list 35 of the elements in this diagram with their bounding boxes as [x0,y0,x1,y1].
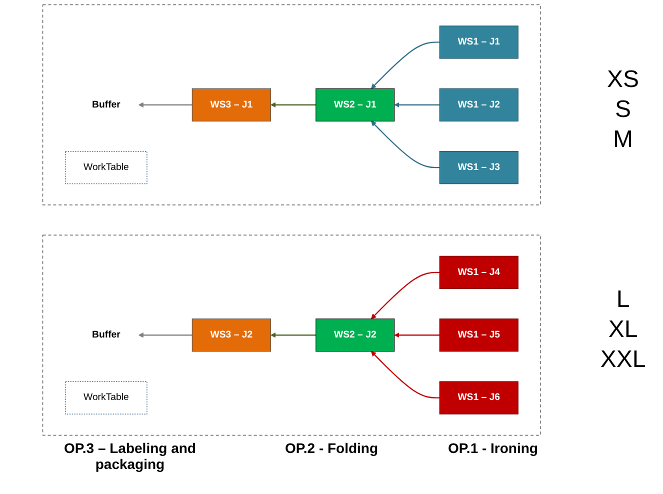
size-label: XXL [600,345,646,375]
size-label: M [612,125,633,155]
arrow [394,102,440,108]
node-box: WS1 – J2 [439,88,518,122]
arrow [394,332,440,338]
arrow [370,42,440,89]
node-box: WS1 – J6 [439,381,518,414]
node-box: WS1 – J1 [439,26,518,59]
arrow [370,272,440,320]
cluster [42,234,541,436]
size-label: XL [608,315,638,345]
node-box: WorkTable [64,381,147,414]
arrow [270,102,316,108]
arrow [138,332,192,338]
operation-label: OP.2 - Folding [284,440,378,458]
cluster [42,4,541,206]
node-box: WS1 – J4 [439,256,518,289]
node-box: WS2 – J2 [315,318,394,352]
arrow [370,120,440,168]
node-box: WorkTable [64,150,147,184]
arrow [370,351,440,398]
arrow [270,332,316,338]
node-box: WS2 – J1 [315,88,394,122]
arrow [138,102,192,108]
node-text: Buffer [92,99,120,110]
node-box: WS1 – J5 [439,318,518,352]
node-box: WS3 – J1 [192,88,271,122]
node-text: Buffer [92,330,120,340]
operation-label: OP.1 - Ironing [448,440,538,458]
size-label: L [616,285,630,315]
size-label: XS [606,65,639,95]
size-label: S [614,95,631,125]
operation-label: OP.3 – Labeling and packaging [62,440,197,472]
node-box: WS1 – J3 [439,150,518,184]
node-box: WS3 – J2 [192,318,271,352]
